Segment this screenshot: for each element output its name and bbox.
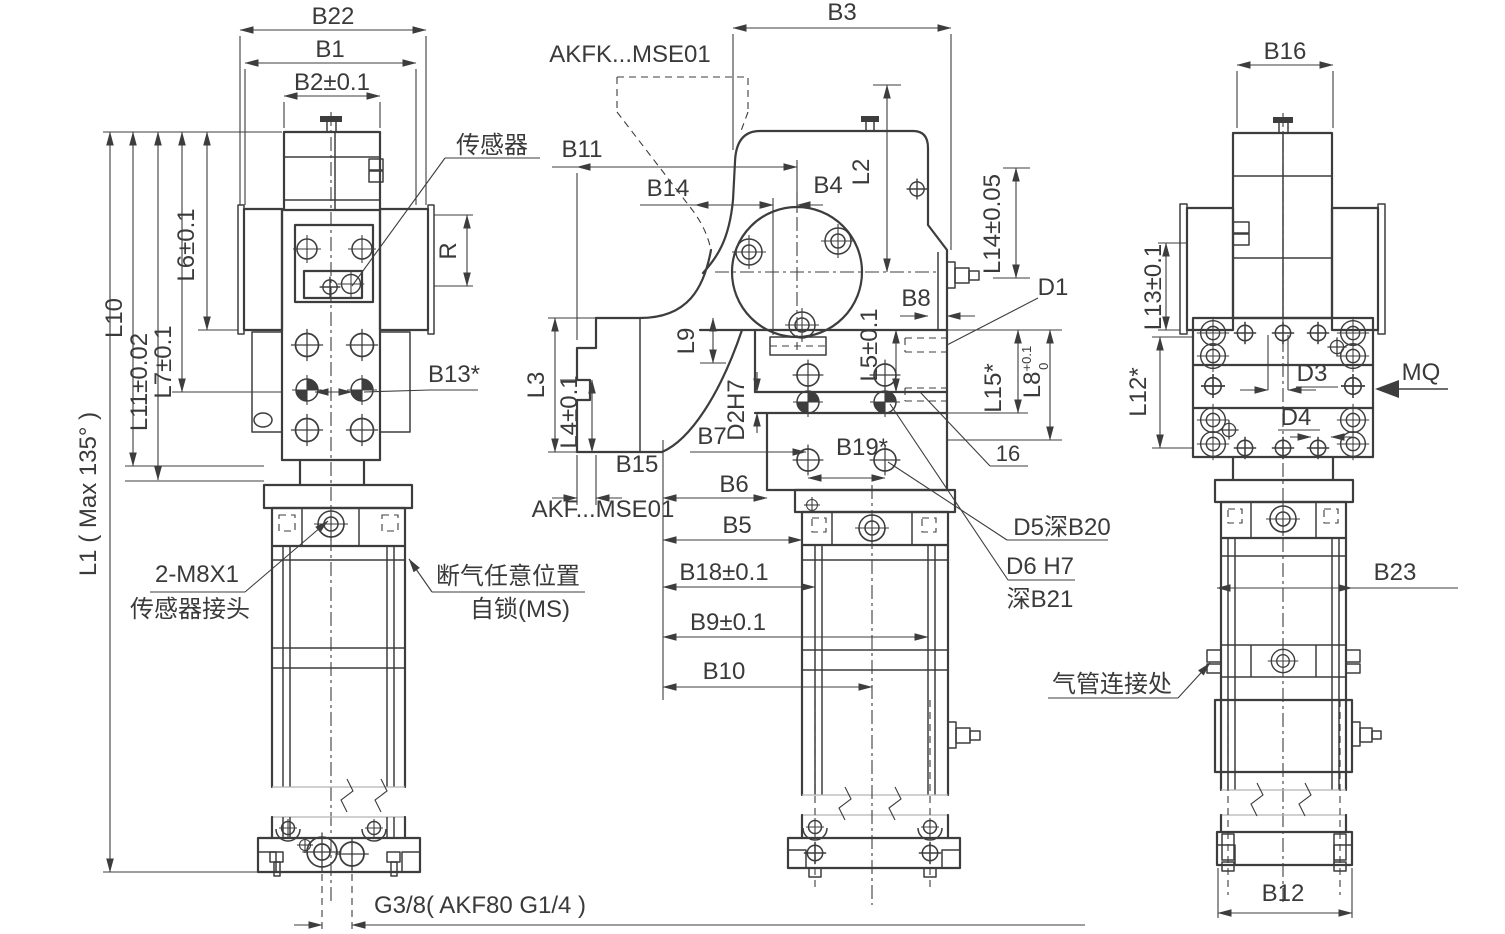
label-d6-h7: D6 H7 [1006, 553, 1074, 580]
dim-label-l13: L13±0.1 [1140, 244, 1167, 331]
label-akf-mse01: AKF...MSE01 [532, 496, 675, 523]
label-ms-line1: 断气任意位置 [436, 563, 580, 590]
dim-label-l8-base: L8 [1019, 371, 1046, 398]
dim-label-b23: B23 [1374, 559, 1417, 586]
dim-label-b7: B7 [697, 423, 726, 450]
dim-label-g38: G3/8( AKF80 G1/4 ) [374, 892, 586, 919]
label-pipe-connection: 气管连接处 [1052, 671, 1172, 698]
label-sensor: 传感器 [456, 132, 528, 159]
dim-label-l6: L6±0.1 [173, 208, 200, 281]
front-view-dimensions [103, 26, 1085, 929]
dim-label-b10: B10 [703, 658, 746, 685]
dim-label-d1: D1 [1038, 274, 1069, 301]
side-view: B3 AKFK...MSE01 B11 B14 B4 L2 L14±0.05 B… [523, 0, 1211, 905]
end-view-labels: B16 L13±0.1 L12* D3 MQ D4 B23 B12 [1125, 38, 1440, 907]
dim-label-b9: B9±0.1 [690, 609, 766, 636]
end-view-dimensions [1152, 61, 1458, 918]
dim-label-b2: B2±0.1 [294, 69, 370, 96]
dim-label-l5: L5±0.1 [856, 308, 883, 381]
dim-label-l2: L2 [848, 159, 875, 186]
dim-label-l3: L3 [523, 372, 550, 399]
dim-label-b13: B13* [428, 361, 480, 388]
label-m8-line2: 传感器接头 [130, 596, 250, 623]
dim-label-l12: L12* [1125, 367, 1152, 416]
dim-label-b18: B18±0.1 [679, 559, 768, 586]
dim-label-l15: L15* [980, 363, 1007, 412]
side-view-dimensions [548, 24, 1211, 700]
dim-label-d2h7: D2H7 [723, 379, 750, 440]
dim-label-l11: L11±0.02 [126, 333, 153, 431]
front-view-labels: B22 B1 B2±0.1 传感器 L6±0.1 R L10 L11±0.02 … [75, 3, 586, 919]
label-mq: MQ [1402, 359, 1441, 386]
dim-label-d4: D4 [1281, 404, 1312, 431]
front-view-geometry [237, 112, 435, 930]
dim-label-b3: B3 [827, 0, 856, 26]
label-ms-line2: 自锁(MS) [470, 596, 570, 623]
dim-label-b6: B6 [719, 471, 748, 498]
dim-label-l4: L4±0.1 [556, 375, 583, 448]
dim-label-b15: B15 [616, 451, 659, 478]
dim-label-l8-sup: +0.1 [1019, 346, 1034, 372]
dim-label-l1: L1 ( Max 135° ) [75, 412, 102, 576]
dim-label-d3: D3 [1297, 360, 1328, 387]
dim-label-16: 16 [996, 441, 1020, 466]
end-view: B16 L13±0.1 L12* D3 MQ D4 B23 B12 [1125, 38, 1458, 918]
dim-label-b4: B4 [813, 172, 842, 199]
dim-label-b19: B19* [836, 434, 888, 461]
dim-label-l7: L7±0.1 [150, 325, 177, 398]
label-akfk-mse01: AKFK...MSE01 [549, 41, 710, 68]
dim-label-r: R [435, 242, 462, 259]
dim-label-b22: B22 [312, 3, 355, 30]
label-d5-depth-b20: D5深B20 [1013, 514, 1110, 541]
side-view-labels: B3 AKFK...MSE01 B11 B14 B4 L2 L14±0.05 B… [523, 0, 1172, 698]
dim-label-b11: B11 [562, 136, 603, 163]
dim-label-b16: B16 [1264, 38, 1307, 65]
dim-label-b8: B8 [901, 285, 930, 312]
dim-label-l9: L9 [673, 328, 700, 355]
side-view-geometry [575, 76, 981, 905]
label-m8-line1: 2-M8X1 [155, 561, 239, 588]
label-depth-b21: 深B21 [1007, 586, 1074, 613]
end-view-geometry [1179, 113, 1386, 905]
front-view: B22 B1 B2±0.1 传感器 L6±0.1 R L10 L11±0.02 … [75, 3, 1085, 930]
dim-label-b12: B12 [1262, 880, 1305, 907]
dim-label-l10: L10 [101, 298, 128, 338]
dim-label-b1: B1 [315, 36, 344, 63]
dim-label-l14: L14±0.05 [979, 174, 1006, 274]
dim-label-b5: B5 [722, 512, 751, 539]
dim-label-b14: B14 [647, 175, 690, 202]
dim-label-l8-sub: 0 [1036, 363, 1051, 370]
